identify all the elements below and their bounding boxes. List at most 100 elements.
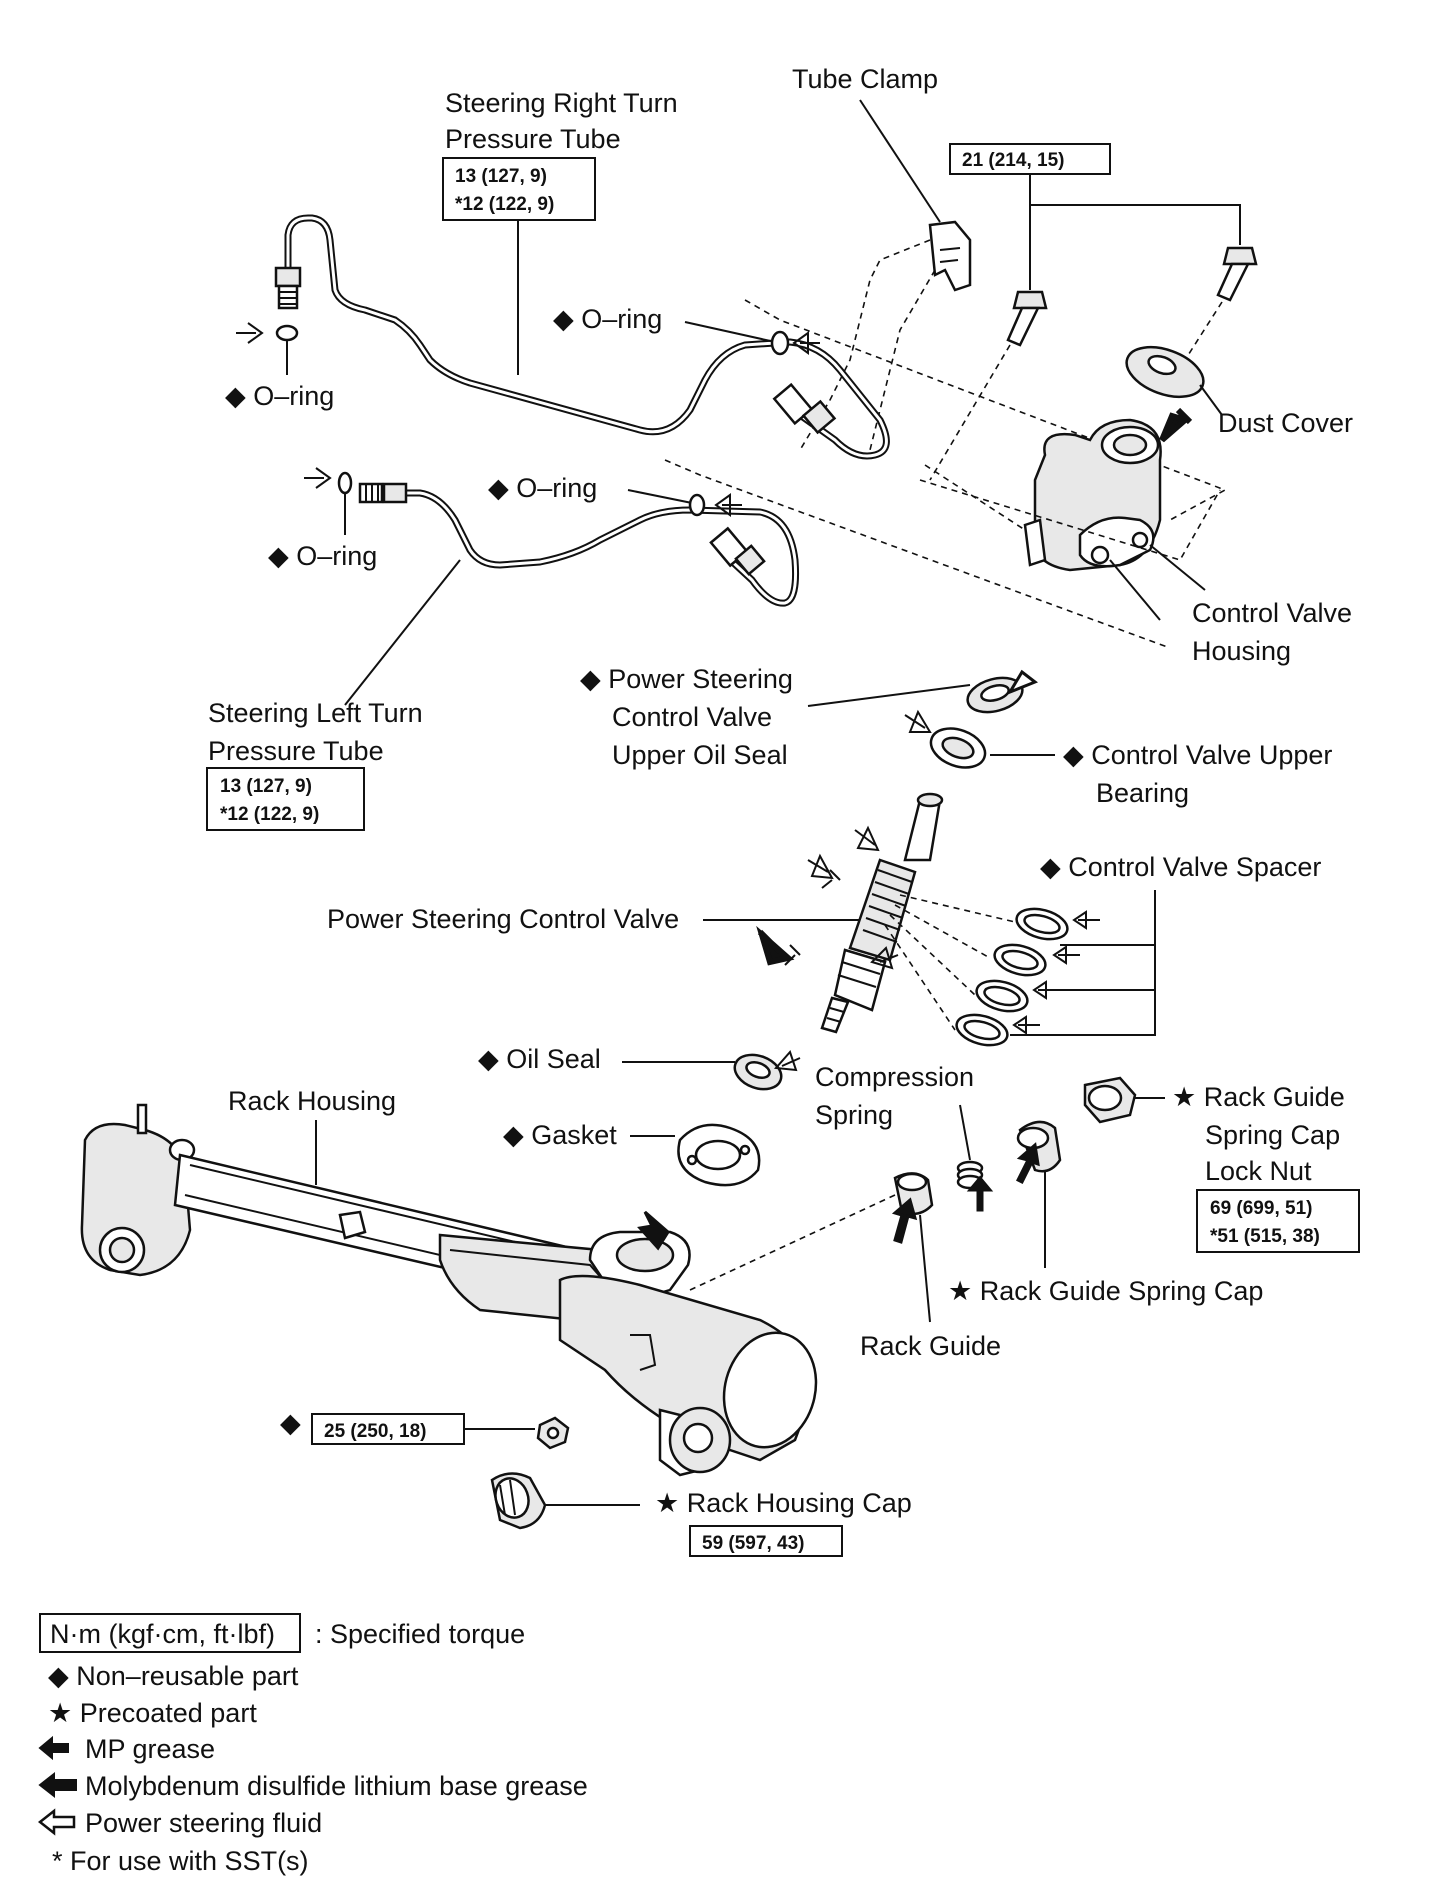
label-rack-guide: Rack Guide [860,1331,1001,1361]
upper-oil-seal [966,676,1024,714]
ps-fluid-arrow-upper-right [792,331,820,355]
control-valve-upper-bearing [929,727,987,769]
leader-tube-clamp [859,99,941,223]
label-o-ring-upper-left: ◆ O–ring [225,381,334,411]
oil-seal [733,1053,783,1091]
bolt-right [1216,246,1258,302]
rack-housing-cap [490,1472,547,1530]
label-upper-oil-seal-1: ◆ Power Steering [580,664,793,694]
right-tube-torque-box [442,157,596,221]
label-o-ring-lower-right: ◆ O–ring [488,473,597,503]
rack-housing-cap-torque: 59 (597, 43) [702,1533,804,1554]
legend: N·m (kgf·cm, ft·lbf) : Specified torque … [37,1613,588,1876]
ps-fluid-arrow-upper-left [236,322,264,344]
lock-nut-torque-2: *51 (515, 38) [1210,1226,1320,1247]
label-upper-oil-seal-3: Upper Oil Seal [612,740,788,770]
label-o-ring-lower-left: ◆ O–ring [268,541,377,571]
gasket [677,1123,761,1187]
ps-fluid-arrow-valve-mid [807,853,834,880]
control-valve-spacers [955,907,1069,1047]
control-valve-housing [1023,418,1162,572]
ps-fluid-arrow-valve-low [870,946,899,970]
right-tube-torque-2: *12 (122, 9) [455,194,554,215]
ps-fluid-arrow-upper-oil-seal [1006,669,1039,696]
power-steering-control-valve [820,792,944,1034]
ps-fluid-arrow-valve-top [854,825,880,852]
legend-moly-grease: Molybdenum disulfide lithium base grease [85,1771,588,1801]
label-right-tube-1: Steering Right Turn [445,88,678,118]
label-rack-housing: Rack Housing [228,1086,396,1116]
tube-clamp [928,220,972,292]
label-left-tube-2: Pressure Tube [208,736,384,766]
mp-grease-arrow-housing [1159,407,1193,443]
ps-fluid-arrow-lower-left [304,467,332,489]
label-upper-bearing-1: ◆ Control Valve Upper [1063,740,1332,770]
label-dust-cover: Dust Cover [1218,408,1353,438]
ps-fluid-arrow-oil-seal [773,1050,801,1072]
label-nut-diamond: ◆ [280,1408,301,1438]
ps-fluid-icon [37,1808,76,1836]
bolt-torque: 21 (214, 15) [962,150,1064,171]
left-tube-torque-2: *12 (122, 9) [220,804,319,825]
label-compression-spring-2: Spring [815,1100,893,1130]
ps-fluid-arrow-bearing [904,709,932,733]
label-lock-nut-2: Spring Cap [1205,1120,1340,1150]
dust-cover [1125,345,1205,399]
label-left-tube-1: Steering Left Turn [208,698,423,728]
label-upper-bearing-2: Bearing [1096,778,1189,808]
rack-housing [80,1103,818,1477]
legend-torque-box [39,1613,301,1653]
label-rack-housing-cap: ★ Rack Housing Cap [655,1488,912,1518]
legend-sst-note: * For use with SST(s) [52,1846,309,1876]
right-turn-pressure-tube [274,214,890,460]
right-tube-torque-1: 13 (127, 9) [455,166,547,187]
legend-torque-unit: N·m (kgf·cm, ft·lbf) [50,1619,275,1649]
rack-guide-spring-cap-lock-nut [1083,1076,1137,1124]
legend-mp-grease: MP grease [85,1734,215,1764]
lock-nut-torque-1: 69 (699, 51) [1210,1198,1312,1219]
nut-torque: 25 (250, 18) [324,1421,426,1442]
bolt-torque-box [949,143,1111,175]
moly-grease-icon [38,1771,77,1799]
legend-ps-fluid: Power steering fluid [85,1808,322,1838]
o-ring-upper-right [770,330,790,356]
bolt-left [1006,290,1048,347]
label-power-steering-control-valve: Power Steering Control Valve [327,904,679,934]
lock-nut-torque-box [1196,1189,1360,1253]
label-control-valve-spacer: ◆ Control Valve Spacer [1040,852,1321,882]
o-ring-upper-left [275,324,299,342]
left-turn-pressure-tube [358,482,799,607]
label-rack-guide-spring-cap: ★ Rack Guide Spring Cap [948,1276,1263,1306]
mp-grease-arrow-spring-cap [1015,1142,1040,1185]
label-upper-oil-seal-2: Control Valve [612,702,772,732]
label-oil-seal: ◆ Oil Seal [478,1044,601,1074]
left-tube-torque-1: 13 (127, 9) [220,776,312,797]
mp-grease-arrow-rack-guide [891,1197,918,1244]
rack-guide-spring-cap [1016,1120,1062,1173]
ps-fluid-arrow-lower-right [714,493,742,517]
nut [536,1416,570,1450]
label-lock-nut-3: Lock Nut [1205,1156,1312,1186]
label-compression-spring-1: Compression [815,1062,974,1092]
label-gasket: ◆ Gasket [503,1120,617,1150]
label-o-ring-upper-right: ◆ O–ring [553,304,662,334]
legend-non-reusable: ◆ Non–reusable part [48,1661,299,1691]
label-lock-nut-1: ★ Rack Guide [1172,1082,1345,1112]
ps-fluid-arrows-spacers [1012,910,1100,1035]
legend-torque-desc: : Specified torque [315,1619,525,1649]
mp-grease-arrow-housing-block [637,1210,670,1251]
o-ring-lower-right [688,493,706,517]
label-control-valve-housing-2: Housing [1192,636,1291,666]
label-tube-clamp: Tube Clamp [792,64,938,94]
rack-housing-cap-torque-box [689,1525,843,1557]
o-ring-lower-left [337,471,353,495]
leader-left-tube [344,559,461,706]
label-right-tube-2: Pressure Tube [445,124,621,154]
legend-precoated: ★ Precoated part [48,1698,257,1728]
moly-grease-arrow-valve [756,925,795,966]
mp-grease-arrow-spring [966,1175,994,1212]
left-tube-torque-box [206,767,365,831]
label-control-valve-housing-1: Control Valve [1192,598,1352,628]
